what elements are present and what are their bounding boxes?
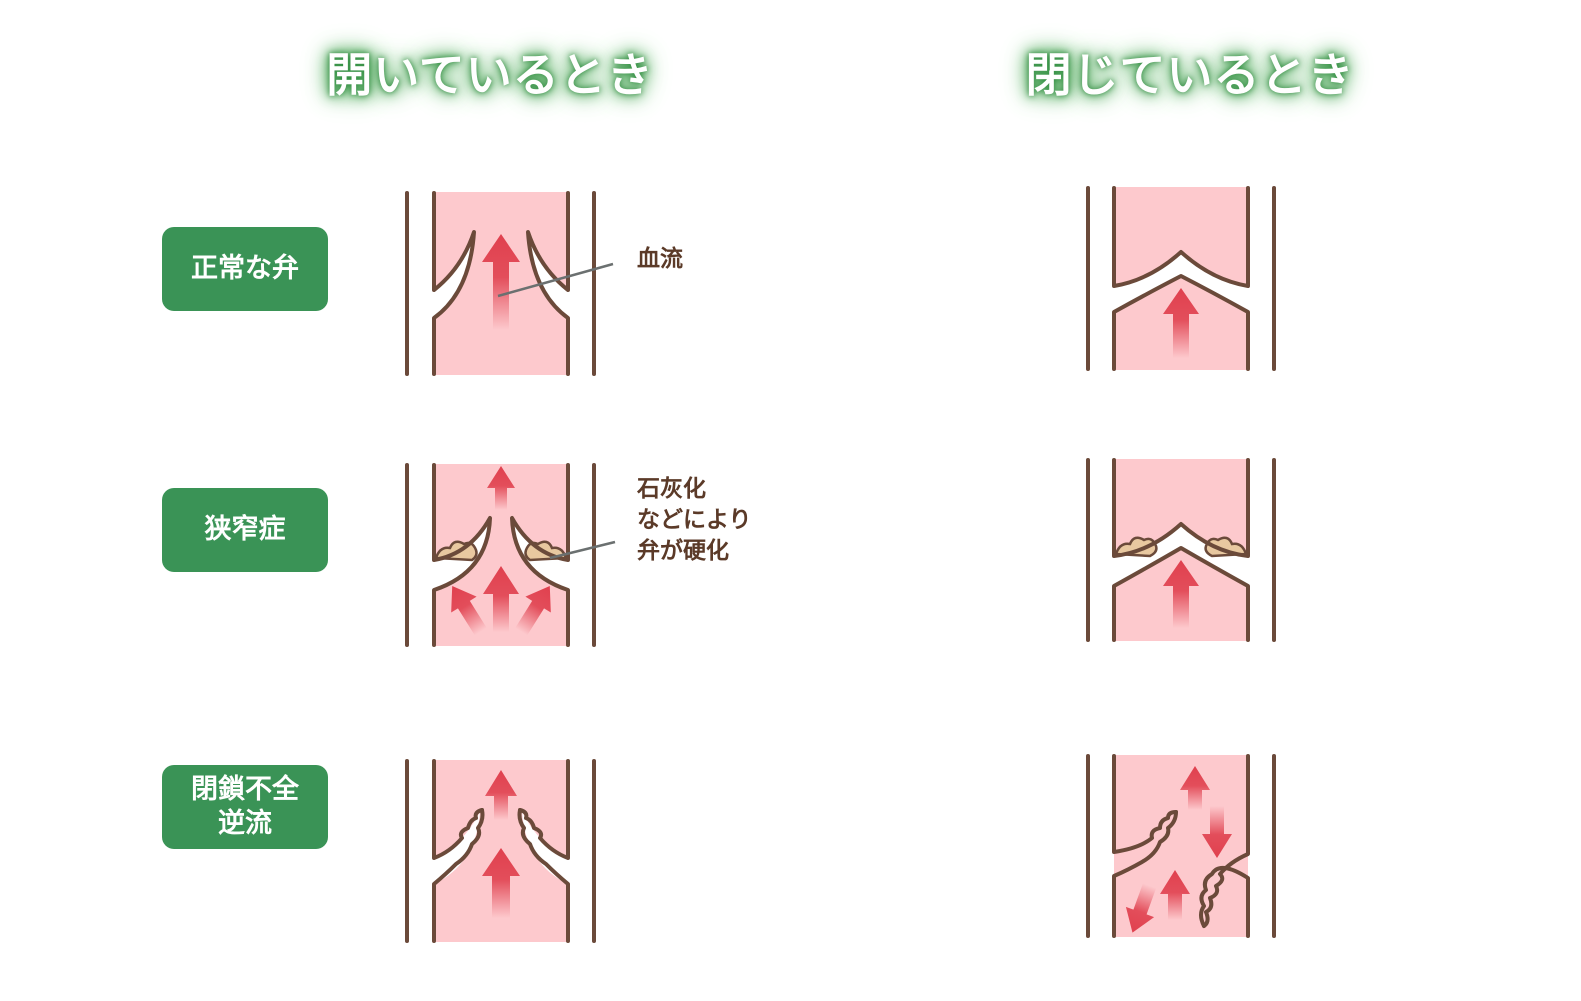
backflow-arrow [1125,883,1157,933]
backflow-arrow [1202,806,1232,858]
row-label-regurgitation: 閉鎖不全 逆流 [162,765,328,849]
annotation-leader-line [497,262,614,298]
calcification-deposit [1204,536,1248,558]
annotation-leader-line [549,540,616,560]
blood-flow-arrow [1163,288,1199,358]
row-label-stenosis: 狭窄症 [162,488,328,572]
blood-flow-arrow [1160,870,1190,920]
blood-flow-arrow [487,466,515,510]
row-label-normal-valve: 正常な弁 [162,227,328,311]
annotation-calcification: 石灰化 などにより 弁が硬化 [637,476,752,564]
blood-flow-arrow [485,770,517,820]
annotation-blood-flow: 血流 [637,246,683,272]
title-open: 開いているとき [326,48,654,102]
calcification-deposit [1114,536,1158,558]
blood-flow-arrow [1163,560,1199,628]
blood-flow-arrow [451,585,487,636]
diagram-regurgitation-closed [1086,754,1276,938]
blood-flow-arrow [515,585,551,636]
diagram-normal-closed [1086,186,1276,371]
blood-flow-arrow [482,848,520,918]
diagram-stenosis-open [405,463,616,647]
title-closed: 閉じているとき [1025,48,1355,102]
diagram-stenosis-closed [1086,458,1276,642]
blood-flow-arrow [482,234,520,330]
blood-flow-arrow [483,566,519,632]
diagram-normal-open [405,191,614,376]
diagram-regurgitation-open [405,759,596,943]
blood-flow-arrow [1180,766,1210,810]
